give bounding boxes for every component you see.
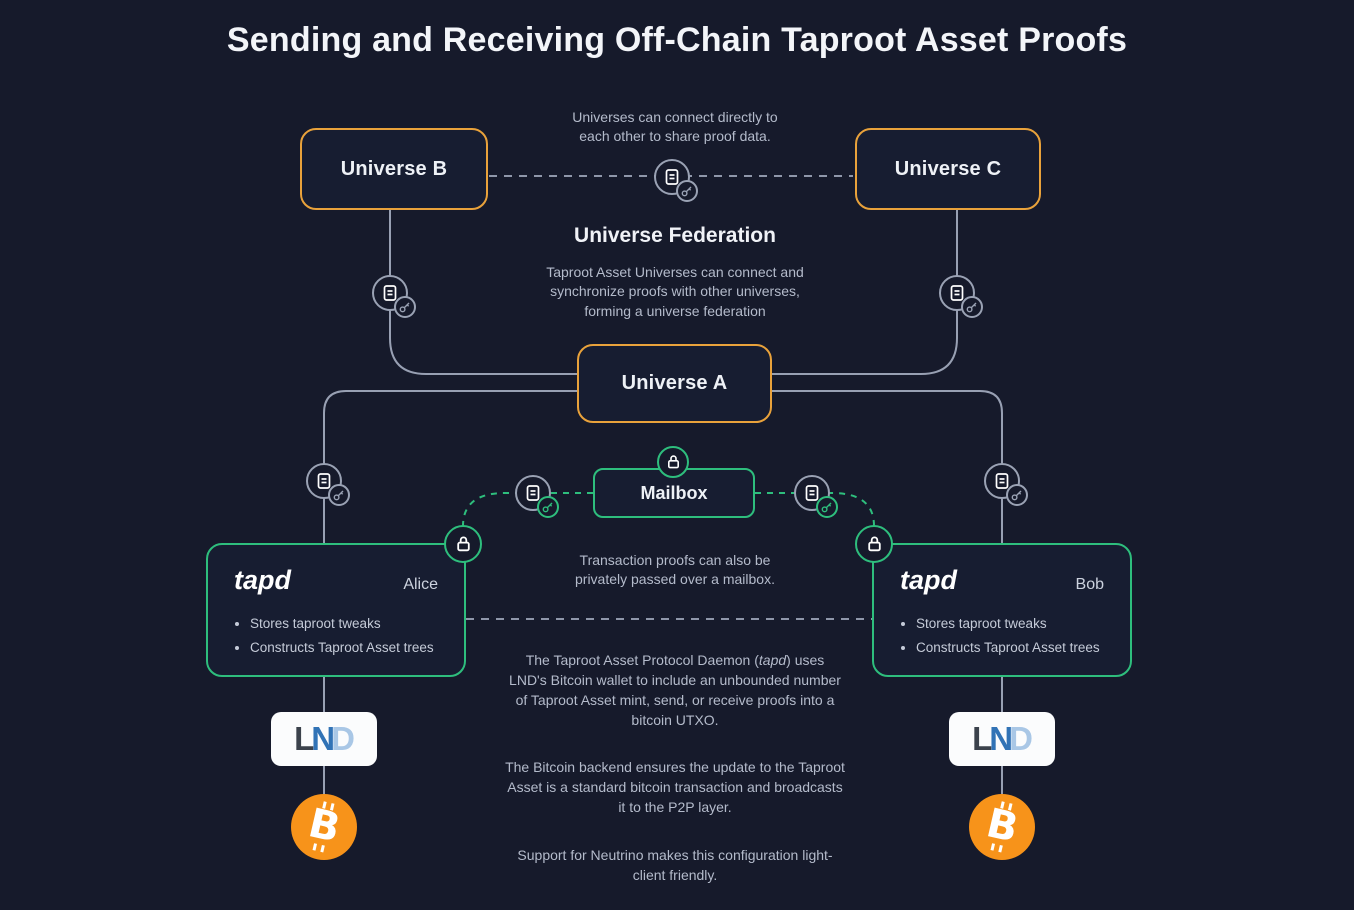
key-icon [816,496,838,518]
lnd-letter-l: L [294,720,314,757]
proof-icon-universeA-alice [306,463,354,509]
lock-icon-mailbox [657,446,689,478]
neutrino-paragraph: Support for Neutrino makes this configur… [517,847,833,883]
federation-description: Taproot Asset Universes can connect and … [475,263,875,321]
key-icon [676,180,698,202]
edge-mailbox-to-alice-lock [462,492,593,527]
tapd-bob-feature-1: Stores taproot tweaks [916,612,1104,636]
bitcoin-icon-alice: B [291,794,357,860]
universe-a-node: Universe A [577,344,772,423]
proof-icon-mailbox-left [515,475,563,521]
mailbox-note: Transaction proofs can also be privately… [475,551,875,590]
edge-universeA-to-tapd-alice [323,390,577,545]
page-title: Sending and Receiving Off-Chain Taproot … [226,21,1128,59]
key-icon [1006,484,1028,506]
lnd-letter-d: D [1009,720,1033,757]
mailbox-note-line2: privately passed over a mailbox. [575,571,775,588]
proof-icon-universeC-universeA [939,275,987,321]
tapd-alice-title: tapd [234,565,291,595]
key-icon [961,296,983,318]
universe-c-label: Universe C [894,157,1002,180]
tapd-bob-title: tapd [900,565,957,595]
document-icon [984,463,1020,499]
edge-universeA-to-tapd-bob [772,390,1003,545]
tapd-description-pre: The Taproot Asset Protocol Daemon ( [525,652,759,668]
tapd-alice-node: tapd Alice Stores taproot tweaks Constru… [206,543,466,677]
edge-universeC-to-universeA [772,210,958,375]
direct-connect-note-line2: each other to share proof data. [579,128,771,145]
tapd-description-em: tapd [758,652,787,668]
proof-icon-universeA-bob [984,463,1032,509]
proof-icon-universeB-universeA [372,275,420,321]
edge-mailbox-to-bob-lock [755,492,875,527]
universe-c-node: Universe C [855,128,1041,210]
document-icon [939,275,975,311]
federation-title: Universe Federation [574,224,776,247]
tapd-alice-feature-list: Stores taproot tweaks Constructs Taproot… [234,612,438,659]
lock-icon-alice [444,525,482,563]
tapd-alice-feature-2: Constructs Taproot Asset trees [250,636,438,660]
federation-description-line3: forming a universe federation [584,302,766,319]
tapd-bob-feature-2: Constructs Taproot Asset trees [916,636,1104,660]
bitcoin-icon-bob: B [969,794,1035,860]
key-icon [394,296,416,318]
federation-description-line2: synchronize proofs with other universes, [550,283,800,300]
key-icon [537,496,559,518]
lnd-letter-d: D [331,720,355,757]
lock-icon-bob [855,525,893,563]
mailbox-label: Mailbox [640,482,708,503]
universe-b-label: Universe B [340,157,448,180]
edge-universeB-to-universeA [389,210,577,375]
document-icon [306,463,342,499]
direct-connect-note: Universes can connect directly to each o… [475,108,875,147]
tapd-bob-owner: Bob [1075,576,1104,593]
tapd-bob-feature-list: Stores taproot tweaks Constructs Taproot… [900,612,1104,659]
federation-description-line1: Taproot Asset Universes can connect and [546,264,804,280]
direct-connect-note-line1: Universes can connect directly to [572,109,778,125]
universe-b-node: Universe B [300,128,488,210]
tapd-alice-feature-1: Stores taproot tweaks [250,612,438,636]
tapd-description-paragraph: The Taproot Asset Protocol Daemon (tapd)… [505,651,845,731]
tapd-description-post: ) uses LND's Bitcoin wallet to include a… [509,652,841,728]
mailbox-note-line1: Transaction proofs can also be [579,552,771,568]
lnd-letter-n: N [989,720,1013,757]
lnd-letter-n: N [311,720,335,757]
universe-a-label: Universe A [621,372,728,394]
proof-icon-mailbox-right [794,475,842,521]
tapd-bob-node: tapd Bob Stores taproot tweaks Construct… [872,543,1132,677]
bitcoin-backend-paragraph: The Bitcoin backend ensures the update t… [505,759,845,815]
lnd-letter-l: L [972,720,992,757]
document-icon [515,475,551,511]
proof-icon-universeB-universeC [654,159,702,205]
key-icon [328,484,350,506]
tapd-alice-owner: Alice [403,576,438,593]
